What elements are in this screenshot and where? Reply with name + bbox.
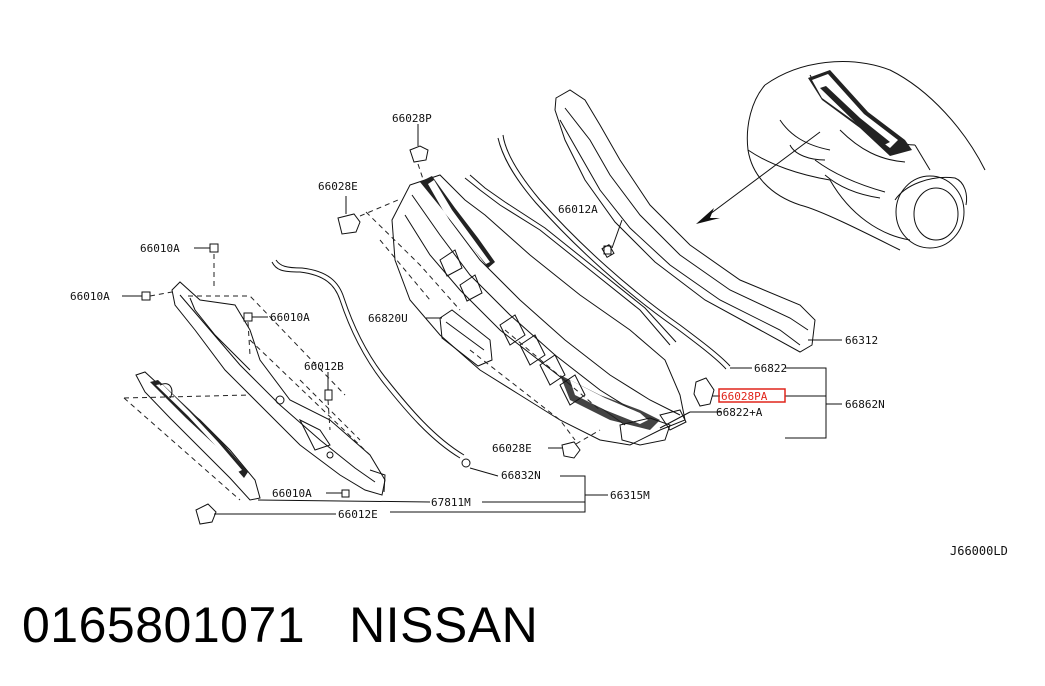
vehicle-overview-illustration [696, 61, 986, 251]
label-66028E-bottom: 66028E [492, 442, 532, 455]
rod-66832N [271, 259, 499, 477]
label-66012B: 66012B [304, 360, 344, 373]
label-66862N: 66862N [845, 398, 885, 411]
label-66028PA: 66028PA [721, 390, 768, 403]
label-67811M: 67811M [431, 496, 471, 509]
seal-66820U [426, 309, 493, 367]
part-caption: 0165801071 NISSAN [22, 596, 582, 654]
clip-66012E [195, 503, 336, 525]
clip-66028E-top [337, 196, 399, 235]
group-brackets [390, 367, 842, 513]
part-labels: 66028P 66028E 66010A 66010A 66010A 66012… [70, 112, 1008, 558]
label-66832N: 66832N [501, 469, 541, 482]
brand-name: NISSAN [349, 597, 539, 653]
clip-66028P [409, 124, 429, 183]
label-66028E-top: 66028E [318, 180, 358, 193]
cowl-top-panel [391, 174, 687, 446]
highlight-box [718, 388, 786, 403]
assembly-dashed-lines [123, 211, 601, 501]
label-66010A-3: 66010A [270, 311, 310, 324]
label-66315M: 66315M [610, 489, 650, 502]
label-66010A-4: 66010A [272, 487, 312, 500]
label-66312: 66312 [845, 334, 878, 347]
label-66010A-2: 66010A [70, 290, 110, 303]
label-66822A: 66822+A [716, 406, 763, 419]
clip-66028E-bottom [548, 429, 601, 459]
diagram-code: J66000LD [950, 544, 1008, 558]
molding-66822 [497, 134, 752, 370]
seal-strip-66312 [554, 89, 842, 353]
label-66028P: 66028P [392, 112, 432, 125]
label-66822: 66822 [754, 362, 787, 375]
lower-bracket [171, 281, 386, 496]
clip-66028PA [693, 377, 720, 407]
label-66012E: 66012E [338, 508, 378, 521]
part-number: 0165801071 [22, 597, 306, 653]
label-66010A-1: 66010A [140, 242, 180, 255]
deflector-67811M [135, 371, 431, 503]
label-66820U: 66820U [368, 312, 408, 325]
label-66012A: 66012A [558, 203, 598, 216]
bolts [122, 243, 612, 498]
